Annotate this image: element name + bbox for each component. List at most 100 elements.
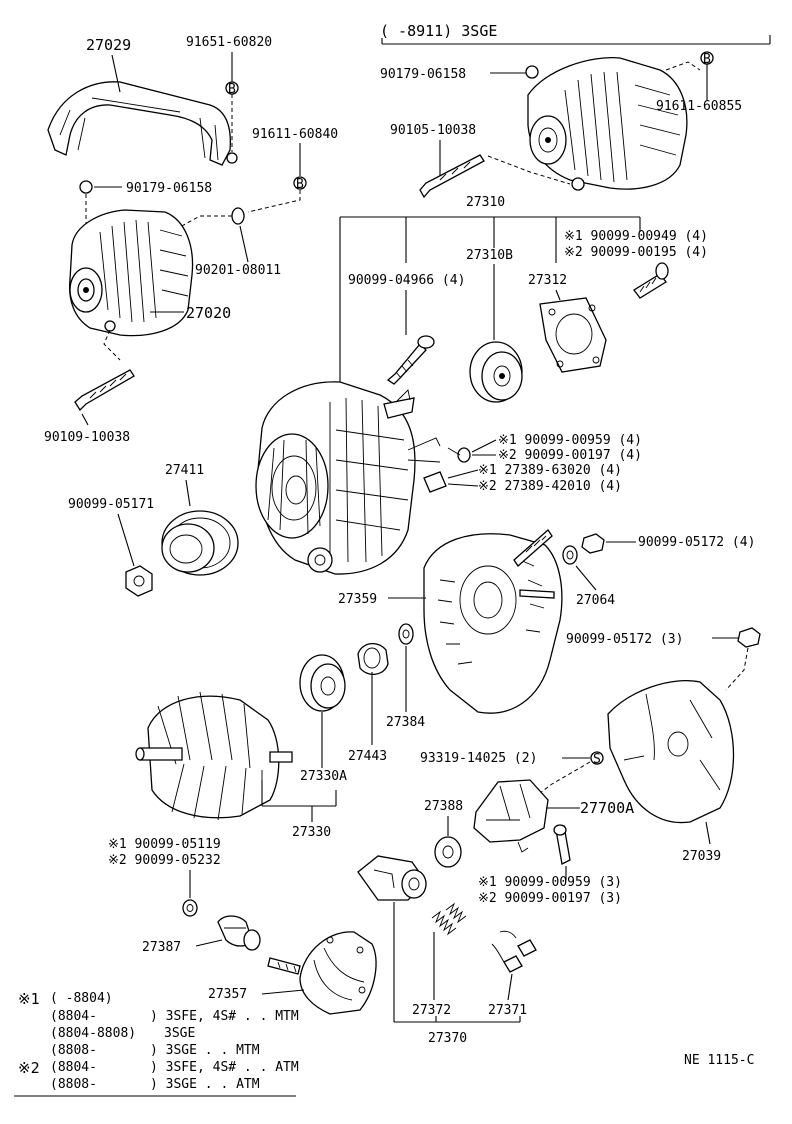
note-mark-2: ※2 (18, 1059, 40, 1077)
label-27371: 27371 (488, 1003, 527, 1018)
washer-90201-08011: 90201-08011 (177, 207, 281, 278)
label-27330: 27330 (292, 825, 331, 840)
bolt-90105-10038: 90105-10038 (390, 123, 571, 199)
terminal-27389: ※1 27389-63020 (4) ※2 27389-42010 (4) (423, 463, 622, 494)
note-row-3-desc: 3SGE (164, 1026, 195, 1041)
label-90201-08011: 90201-08011 (195, 263, 281, 278)
label-90099-00949: ※1 90099-00949 (4) (564, 229, 708, 244)
label-91651-60820: 91651-60820 (186, 35, 272, 50)
screw-90099-00949: ※1 90099-00949 (4) ※2 90099-00195 (4) (564, 229, 708, 299)
cover-27443: 27443 (348, 643, 389, 764)
callout-s: S (593, 752, 601, 767)
label-90099-00959-4: ※1 90099-00959 (4) (498, 433, 642, 448)
label-27357: 27357 (208, 987, 247, 1002)
label-90099-00959-3: ※1 90099-00959 (3) (478, 875, 622, 890)
insulator-27387: 27387 (142, 915, 261, 955)
group-27370: 27370 (393, 902, 521, 1046)
callout-b-3: B (703, 52, 711, 67)
label-90099-05171: 90099-05171 (68, 497, 154, 512)
note-row-5-code: (8804- (50, 1060, 97, 1075)
label-90099-05172-4: 90099-05172 (4) (638, 535, 755, 550)
callout-b-1: B (228, 82, 236, 97)
label-27330A: 27330A (300, 769, 347, 784)
nut-90099-05172-3: 90099-05172 (3) (566, 627, 761, 691)
part-27039-rear-cover: 27039 (607, 680, 735, 864)
nut-90099-05171: 90099-05171 (68, 497, 154, 597)
label-27370: 27370 (428, 1031, 467, 1046)
main-alternator-body (255, 381, 441, 575)
bolt-90099-04966: 90099-04966 (4) (348, 273, 465, 385)
applicability-notes: ※1 ( -8804) (8804- ) 3SFE, 4S# . . MTM (… (14, 990, 299, 1097)
screw-90099-00959-4: ※1 90099-00959 (4) ※2 90099-00197 (4) (447, 433, 642, 463)
label-90179-06158-a: 90179-06158 (126, 181, 212, 196)
label-27389-42010: ※2 27389-42010 (4) (478, 479, 622, 494)
plate-27312: 27312 (528, 273, 607, 373)
callout-b-2: B (296, 177, 304, 192)
label-27388: 27388 (424, 799, 463, 814)
label-93319-14025: 93319-14025 (2) (420, 751, 537, 766)
label-27310: 27310 (466, 195, 505, 210)
note-row-6-code: (8808- (50, 1077, 97, 1092)
part-27020-alternator-left: 27020 (68, 209, 231, 361)
figure-id: NE 1115-C (684, 1053, 754, 1068)
washer-27064: 27064 (562, 545, 615, 608)
label-27310B: 27310B (466, 248, 513, 263)
label-27389-63020: ※1 27389-63020 (4) (478, 463, 622, 478)
nut-90099-05119: ※1 90099-05119 ※2 90099-05232 (108, 837, 221, 917)
note-row-2-desc: ) 3SFE, 4S# . . MTM (150, 1009, 299, 1024)
rotor-27330: 27330 (135, 691, 337, 840)
label-90099-00195: ※2 90099-00195 (4) (564, 245, 708, 260)
bearing-27310B: 27310B (466, 248, 523, 403)
note-row-4-code: (8808- (50, 1043, 97, 1058)
label-90099-05172-3: 90099-05172 (3) (566, 632, 683, 647)
screw-90099-00959-3: ※1 90099-00959 (3) ※2 90099-00197 (3) (478, 824, 622, 906)
brush-holder (357, 855, 427, 901)
screw-93319-14025: 93319-14025 (2) S (420, 751, 604, 797)
label-27039: 27039 (682, 849, 721, 864)
group-27310: 27310 (339, 195, 641, 400)
part-3sge-alternator: 90179-06158 B 91611-60855 (380, 51, 742, 191)
nut-90179-06158-left: 90179-06158 (79, 180, 212, 228)
note-row-4-desc: ) 3SGE . . MTM (150, 1043, 260, 1058)
label-90105-10038: 90105-10038 (390, 123, 476, 138)
label-90179-06158-b: 90179-06158 (380, 67, 466, 82)
part-27411-pulley: 27411 (161, 463, 239, 576)
label-27312: 27312 (528, 273, 567, 288)
label-27029: 27029 (86, 36, 131, 54)
note-row-3-code: (8804-8808) (50, 1026, 136, 1041)
label-90099-05232: ※2 90099-05232 (108, 853, 221, 868)
header-note: ( -8911) 3SGE (380, 22, 497, 40)
part-27700A-regulator: 27700A (473, 779, 634, 853)
label-90099-00197-3: ※2 90099-00197 (3) (478, 891, 622, 906)
label-91611-60840: 91611-60840 (252, 127, 338, 142)
label-27700A: 27700A (580, 799, 634, 817)
nut-90099-05172-4: 90099-05172 (4) (581, 533, 755, 554)
label-91611-60855: 91611-60855 (656, 99, 742, 114)
label-27387: 27387 (142, 940, 181, 955)
label-27020: 27020 (186, 304, 231, 322)
part-27029-cover: 27029 (47, 36, 231, 166)
label-90099-04966: 90099-04966 (4) (348, 273, 465, 288)
part-27359-frame: 27359 (338, 529, 563, 714)
label-27384: 27384 (386, 715, 425, 730)
bearing-27330A: 27330A (299, 654, 347, 784)
label-90099-05119: ※1 90099-05119 (108, 837, 221, 852)
label-27411: 27411 (165, 463, 204, 478)
note-row-1-code: ( -8804) (50, 991, 113, 1006)
label-27443: 27443 (348, 749, 387, 764)
label-27359: 27359 (338, 592, 377, 607)
bushing-27388: 27388 (424, 799, 463, 868)
bolt-91611-60840: 91611-60840 B (247, 127, 338, 213)
washer-27384: 27384 (386, 623, 425, 730)
note-row-5-desc: ) 3SFE, 4S# . . ATM (150, 1060, 299, 1075)
label-90109-10038: 90109-10038 (44, 430, 130, 445)
bolt-91651-60820: 91651-60820 B (186, 35, 272, 164)
note-mark-1: ※1 (18, 990, 40, 1008)
note-row-2-code: (8804- (50, 1009, 97, 1024)
label-27372: 27372 (412, 1003, 451, 1018)
note-row-6-desc: ) 3SGE . . ATM (150, 1077, 260, 1092)
rectifier-27357: 27357 (208, 931, 377, 1015)
label-90099-00197-4: ※2 90099-00197 (4) (498, 448, 642, 463)
brush-27371: 27371 (488, 930, 537, 1018)
